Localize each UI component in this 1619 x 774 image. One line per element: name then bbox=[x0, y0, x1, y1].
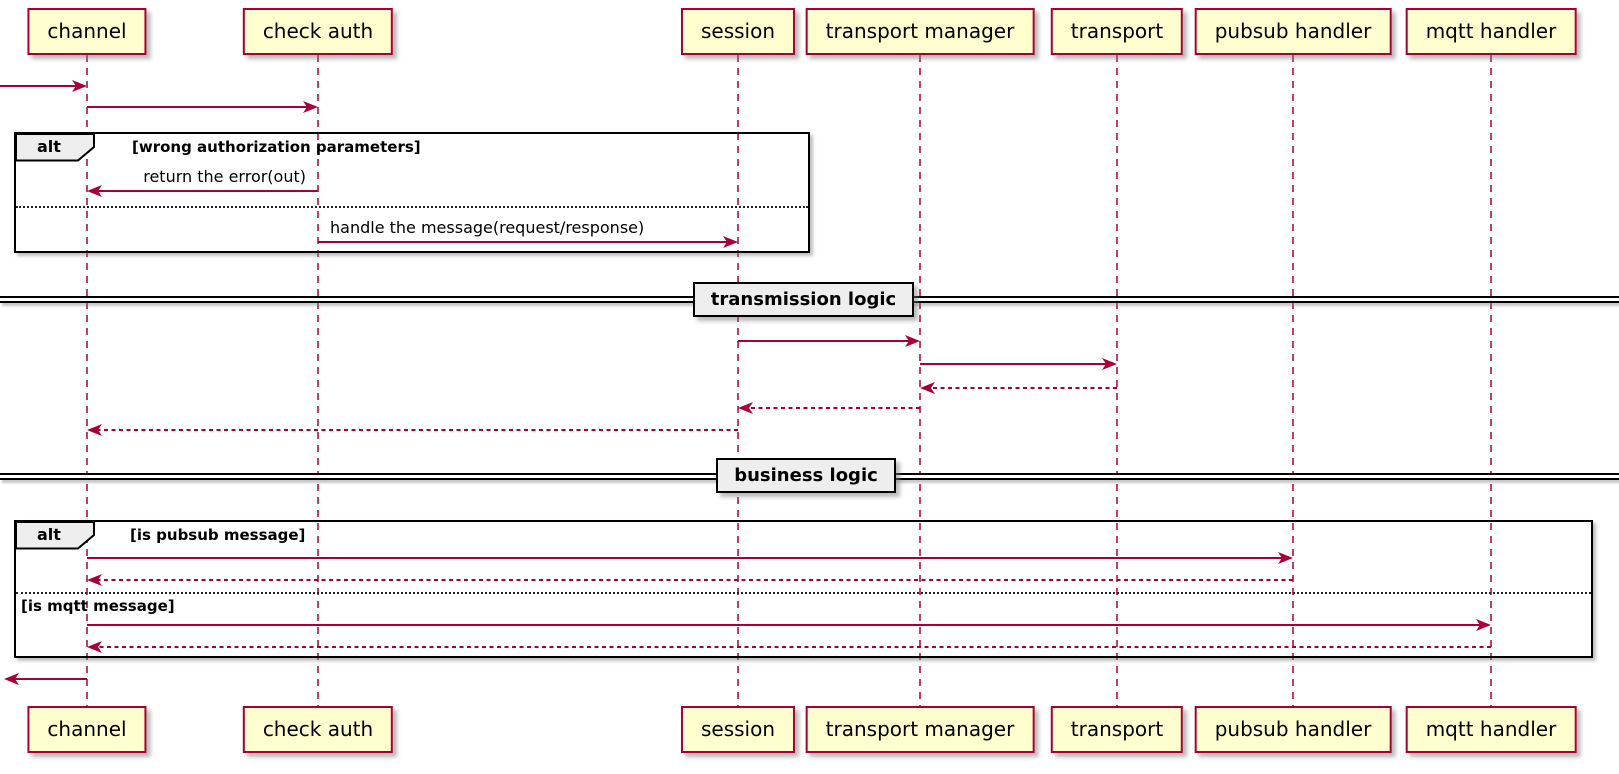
arrowhead-transport-manager-reply bbox=[738, 402, 753, 414]
arrowhead-session-reply bbox=[87, 424, 102, 436]
message-label-return-the-error: return the error(out) bbox=[143, 167, 306, 186]
arrowhead-incoming-call bbox=[72, 80, 87, 92]
alt-condition-label: [is pubsub message] bbox=[130, 526, 306, 544]
arrowhead-channel-to-check-auth bbox=[303, 101, 318, 113]
alt-tab bbox=[15, 521, 95, 550]
alt-operator-label: alt bbox=[37, 137, 61, 156]
alt-condition-label: [wrong authorization parameters] bbox=[132, 138, 421, 156]
divider-business-logic: business logic bbox=[716, 458, 896, 493]
divider-label: business logic bbox=[734, 465, 878, 486]
participant-pubsub-handler-bottom: pubsub handler bbox=[1194, 706, 1392, 753]
divider-transmission-logic: transmission logic bbox=[693, 282, 914, 317]
participant-transport-manager-bottom: transport manager bbox=[805, 706, 1035, 753]
participant-check-auth-bottom: check auth bbox=[242, 706, 394, 753]
participant-mqtt-handler-top: mqtt handler bbox=[1405, 8, 1577, 55]
arrowhead-transport-reply bbox=[920, 382, 935, 394]
alt-frame-authorization: alt [wrong authorization parameters] bbox=[14, 132, 810, 253]
participant-mqtt-handler-bottom: mqtt handler bbox=[1405, 706, 1577, 753]
participant-check-auth-top: check auth bbox=[242, 8, 394, 55]
participant-pubsub-handler-top: pubsub handler bbox=[1194, 8, 1392, 55]
participant-transport-top: transport bbox=[1050, 8, 1184, 55]
arrowhead-outgoing-reply bbox=[4, 673, 19, 685]
alt-tab bbox=[15, 133, 95, 162]
divider-label: transmission logic bbox=[710, 289, 897, 310]
alt-frame-message-type: alt [is pubsub message] [is mqtt message… bbox=[14, 520, 1593, 658]
alt-else-condition-label: [is mqtt message] bbox=[21, 597, 175, 615]
participant-channel-top: channel bbox=[27, 8, 147, 55]
alt-else-divider bbox=[16, 592, 1591, 594]
arrowhead-session-to-transport-manager bbox=[905, 335, 920, 347]
message-label-handle-the-message: handle the message(request/response) bbox=[330, 218, 645, 237]
alt-operator-label: alt bbox=[37, 525, 61, 544]
participant-session-top: session bbox=[680, 8, 796, 55]
participant-transport-manager-top: transport manager bbox=[805, 8, 1035, 55]
participant-transport-bottom: transport bbox=[1050, 706, 1184, 753]
alt-else-divider bbox=[16, 206, 808, 208]
participant-channel-bottom: channel bbox=[27, 706, 147, 753]
arrowhead-transport-manager-to-transport bbox=[1102, 358, 1117, 370]
participant-session-bottom: session bbox=[680, 706, 796, 753]
